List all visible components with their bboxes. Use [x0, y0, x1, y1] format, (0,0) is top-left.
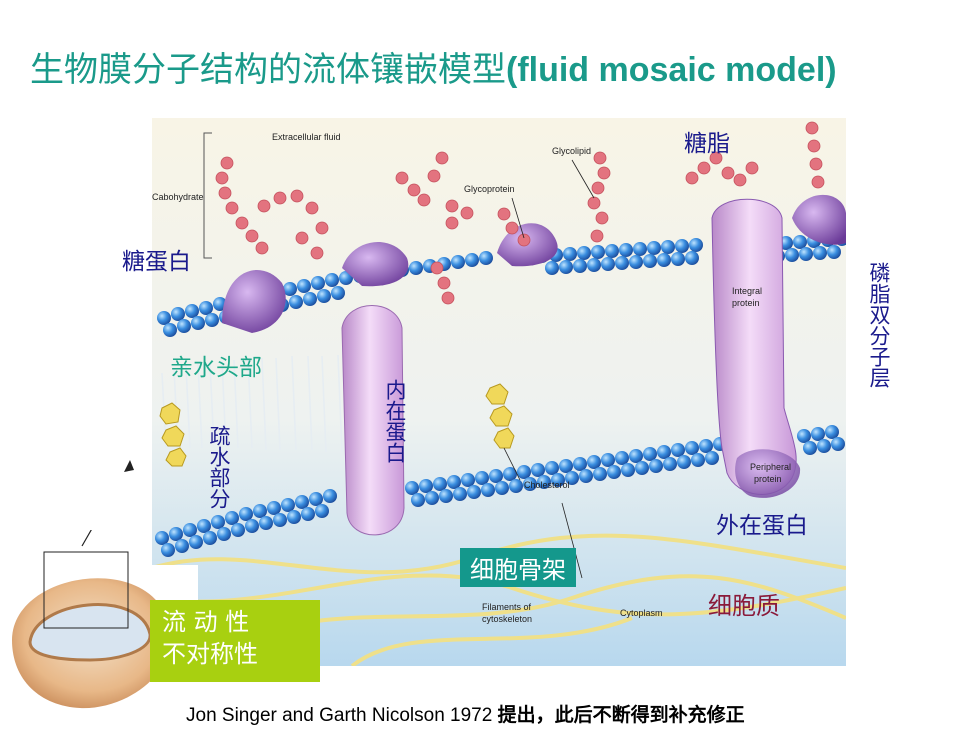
label-integral-1: Integral [732, 286, 762, 296]
label-peripheral-protein-cn: 外在蛋白 [716, 513, 808, 539]
label-phospholipid-bilayer: 磷脂双分子层 [867, 262, 891, 388]
label-extracellular-fluid: Extracellular fluid [272, 132, 341, 142]
label-glycoprotein-cn: 糖蛋白 [122, 249, 191, 275]
title-en: (fluid mosaic model) [506, 51, 837, 89]
label-peripheral-1: Peripheral [750, 462, 791, 472]
liposome-illustration [12, 530, 171, 709]
carbohydrate-chains [215, 121, 825, 305]
label-integral-protein-cn: 内在蛋白 [383, 379, 407, 463]
footer-citation: Jon Singer and Garth Nicolson 1972 提出，此后… [186, 700, 745, 727]
footer-en: Jon Singer and Garth Nicolson 1972 [186, 705, 498, 726]
arrow-head [124, 460, 134, 472]
label-cytoplasm-en: Cytoplasm [620, 608, 663, 618]
glycoproteins [222, 194, 846, 333]
label-integral-2: protein [732, 298, 760, 308]
label-hydrophobic-part: 疏水部分 [207, 425, 231, 509]
label-filaments-1: Filaments of [482, 602, 532, 612]
label-peripheral-2: protein [754, 474, 782, 484]
title-cn: 生物膜分子结构的流体镶嵌模型 [30, 50, 506, 90]
label-glycoprotein-en: Glycoprotein [464, 184, 515, 194]
carbohydrate-bracket [203, 132, 212, 259]
label-cytoskeleton-cn: 细胞骨架 [460, 548, 576, 587]
footer-cn: 提出，此后不断得到补充修正 [497, 704, 745, 726]
property-asymmetry: 不对称性 [162, 640, 258, 668]
label-carbohydrate: Cabohydrate [152, 192, 204, 202]
page-title: 生物膜分子结构的流体镶嵌模型(fluid mosaic model) [30, 42, 837, 91]
label-glycolipid-en: Glycolipid [552, 146, 591, 156]
label-cholesterol-en: Cholesterol [524, 480, 570, 490]
property-fluidity: 流 动 性 [162, 608, 250, 636]
properties-box: 流 动 性 不对称性 [150, 600, 320, 682]
inner-leaflet-heads [155, 425, 845, 557]
peripheral-protein [735, 449, 801, 498]
label-hydrophilic-head: 亲水头部 [170, 355, 262, 381]
label-cytoplasm-cn: 细胞质 [708, 592, 780, 620]
integral-protein-1 [341, 305, 405, 536]
cholesterol [159, 383, 515, 467]
label-glycolipid-cn: 糖脂 [684, 131, 730, 157]
label-filaments-2: cytoskeleton [482, 614, 532, 624]
leader-lines [503, 159, 595, 579]
